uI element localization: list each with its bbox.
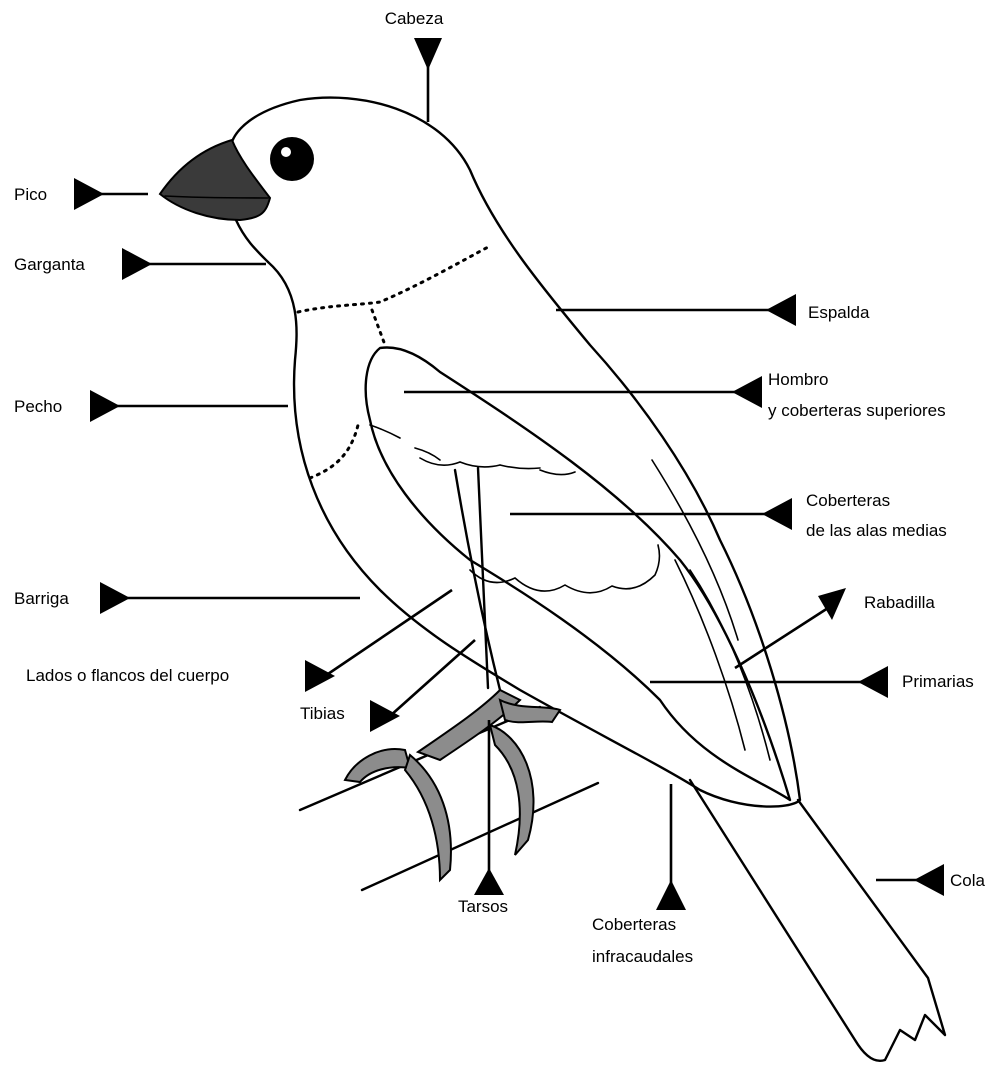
label-pico-text: Pico <box>14 185 47 204</box>
boundary-throat-chest <box>298 246 490 312</box>
label-cabeza-text: Cabeza <box>385 9 444 28</box>
wing-outline <box>366 347 790 800</box>
label-espalda-text: Espalda <box>808 303 870 322</box>
label-garganta: Garganta <box>14 248 266 280</box>
label-tarsos-text: Tarsos <box>458 897 508 916</box>
label-hombro-text-1: Hombro <box>768 370 828 389</box>
tail-outline <box>690 780 945 1061</box>
label-tibias: Tibias <box>300 640 475 732</box>
bird-illustration <box>160 98 945 1061</box>
boundary-chest-belly <box>372 310 385 345</box>
label-tibias-text: Tibias <box>300 704 345 723</box>
label-rabadilla-text: Rabadilla <box>864 593 935 612</box>
label-rabadilla: Rabadilla <box>735 588 935 668</box>
label-coberteras-infracaudales: Coberteras infracaudales <box>592 784 693 966</box>
label-primarias-text: Primarias <box>902 672 974 691</box>
covert-row-upper <box>370 425 575 475</box>
label-coberteras-alas: Coberteras de las alas medias <box>510 491 947 540</box>
label-cola-text: Cola <box>950 871 986 890</box>
label-cabeza: Cabeza <box>385 9 444 122</box>
throat-outline <box>236 220 268 262</box>
label-garganta-text: Garganta <box>14 255 85 274</box>
label-coberteras-infracaudales-text-1: Coberteras <box>592 915 676 934</box>
eye <box>270 137 314 181</box>
label-barriga: Barriga <box>14 582 360 614</box>
label-lados-flancos: Lados o flancos del cuerpo <box>26 590 452 692</box>
covert-row-lower <box>470 545 659 593</box>
label-pico: Pico <box>14 178 148 210</box>
label-espalda: Espalda <box>556 294 870 326</box>
label-coberteras-alas-text-1: Coberteras <box>806 491 890 510</box>
label-pecho: Pecho <box>14 390 288 422</box>
label-hombro: Hombro y coberteras superiores <box>404 370 946 420</box>
label-hombro-text-2: y coberteras superiores <box>768 401 946 420</box>
label-primarias: Primarias <box>650 666 974 698</box>
label-pecho-text: Pecho <box>14 397 62 416</box>
label-lados-flancos-text: Lados o flancos del cuerpo <box>26 666 229 685</box>
boundary-belly <box>310 425 358 478</box>
label-coberteras-alas-text-2: de las alas medias <box>806 521 947 540</box>
label-barriga-text: Barriga <box>14 589 69 608</box>
label-cola: Cola <box>876 864 986 896</box>
beak <box>160 140 270 220</box>
label-coberteras-infracaudales-text-2: infracaudales <box>592 947 693 966</box>
